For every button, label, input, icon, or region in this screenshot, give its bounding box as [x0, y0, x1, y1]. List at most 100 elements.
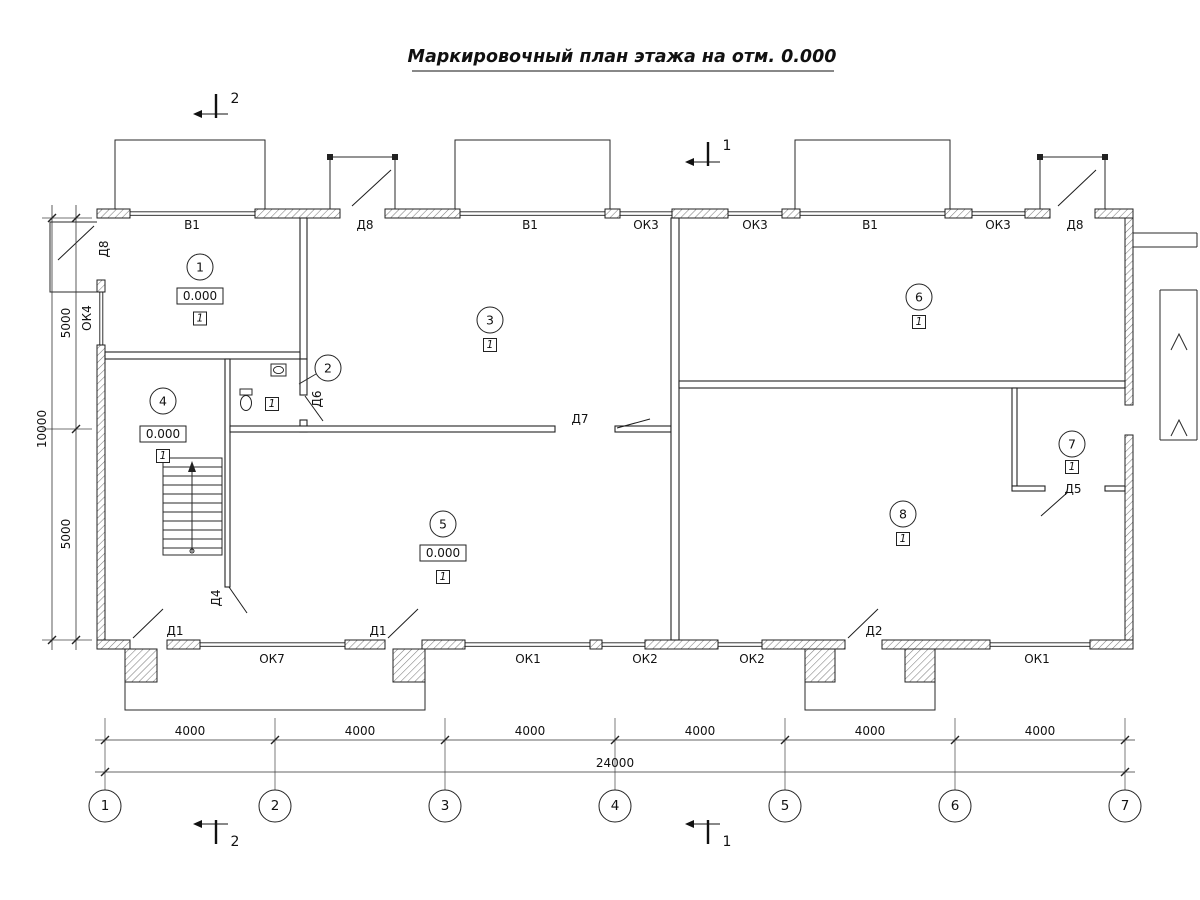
window-ok1-1	[464, 640, 591, 649]
left-dimensions: 5000 5000 10000	[35, 205, 92, 650]
wc-fixtures	[239, 363, 287, 411]
door-label: Д8	[97, 240, 111, 257]
door-label: Д1	[369, 624, 386, 638]
window-label: ОК3	[742, 218, 768, 232]
sink-icon	[270, 363, 287, 377]
window-v1-1	[129, 209, 256, 218]
door-d1-1-leaf	[132, 608, 164, 639]
window-ok3-2	[727, 209, 783, 218]
window-v1-2	[459, 209, 606, 218]
room-category: 1	[916, 316, 923, 328]
axis-number: 1	[101, 798, 110, 814]
room-labels: 1 0.000 1 2 1 3 1 4 0.000 1	[139, 253, 1086, 584]
room-number: 1	[196, 260, 204, 275]
room-category: 1	[440, 571, 447, 583]
door-leaves	[57, 169, 1097, 639]
chevron-up-icon	[1170, 332, 1188, 351]
door-label: Д2	[865, 624, 882, 638]
section-mark-2-top: 2	[193, 91, 239, 118]
dim-total-width: 24000	[596, 756, 634, 770]
door-d5-leaf	[1040, 491, 1069, 517]
room-category: 1	[197, 313, 204, 325]
axis-number: 6	[951, 798, 960, 814]
axis-number: 4	[611, 798, 620, 814]
section-number: 1	[723, 138, 732, 154]
door-label: Д5	[1064, 482, 1081, 496]
room-number: 7	[1068, 437, 1076, 452]
room-8-label: 8 1	[889, 500, 917, 546]
room-5-label: 5 0.000 1	[419, 510, 467, 584]
dim-bay: 4000	[345, 724, 376, 738]
page-title: Маркировочный план этажа на отм. 0.000	[408, 47, 837, 67]
room-elevation: 0.000	[146, 427, 180, 441]
room-number: 2	[324, 361, 332, 376]
window-ok3-3	[971, 209, 1026, 218]
window-label: ОК2	[632, 652, 658, 666]
room-1-label: 1 0.000 1	[176, 253, 224, 326]
porches	[49, 139, 1108, 711]
window-ok1-2	[989, 640, 1091, 649]
staircase	[162, 457, 223, 556]
dim-total-depth: 10000	[35, 410, 49, 448]
dim-bay: 4000	[855, 724, 886, 738]
dim-half-depth: 5000	[59, 519, 73, 550]
room-6-label: 6 1	[905, 283, 933, 329]
door-d8-1-leaf	[351, 169, 392, 207]
section-mark-1-bottom: 1	[685, 820, 731, 850]
window-label: ОК2	[739, 652, 765, 666]
section-mark-2-bottom: 2	[193, 820, 239, 850]
dim-bay: 4000	[1025, 724, 1056, 738]
window-ok2-2	[717, 640, 763, 649]
door-label: Д4	[209, 589, 223, 606]
chevron-up-icon	[1170, 418, 1188, 437]
section-mark-1-top: 1	[685, 138, 731, 166]
room-category: 1	[487, 339, 494, 351]
exterior-stair	[1133, 232, 1198, 441]
door-d6-leaf	[304, 395, 324, 422]
dim-bay: 4000	[175, 724, 206, 738]
section-marks: 2 2 1 1	[193, 91, 731, 850]
window-label: В1	[522, 218, 538, 232]
section-arrow-icon	[685, 158, 694, 166]
axis-number: 2	[271, 798, 280, 814]
section-number: 2	[231, 834, 240, 850]
room-number: 8	[899, 507, 907, 522]
room-number: 5	[439, 517, 447, 532]
dim-bay: 4000	[515, 724, 546, 738]
section-arrow-icon	[193, 820, 202, 828]
window-label: ОК3	[633, 218, 659, 232]
axis-number: 3	[441, 798, 450, 814]
room-7-label: 7 1	[1058, 430, 1086, 474]
room-category: 1	[900, 533, 907, 545]
room-number: 3	[486, 313, 494, 328]
window-ok3-1	[619, 209, 673, 218]
door-d1-2-leaf	[387, 608, 419, 639]
door-d4-leaf	[228, 586, 248, 614]
window-ok2-1	[601, 640, 646, 649]
room-4-label: 4 0.000 1	[139, 387, 187, 463]
door-d2-leaf	[847, 608, 879, 639]
section-arrow-icon	[193, 110, 202, 118]
room-category: 1	[160, 450, 167, 462]
room-elevation: 0.000	[426, 546, 460, 560]
axis-number: 5	[781, 798, 790, 814]
toilet-tank	[239, 388, 253, 396]
window-ok7	[199, 640, 346, 649]
window-label: ОК4	[80, 305, 94, 331]
section-number: 2	[231, 91, 240, 107]
stair-up-arrow-icon	[188, 461, 196, 472]
axis-number: 7	[1121, 798, 1130, 814]
door-label: Д8	[356, 218, 373, 232]
room-number: 4	[159, 394, 167, 409]
dim-bay: 4000	[685, 724, 716, 738]
door-label: Д1	[166, 624, 183, 638]
door-d8-2-leaf	[1057, 169, 1097, 207]
window-symbols	[97, 209, 1091, 649]
toilet-icon	[240, 395, 252, 411]
door-label: Д7	[571, 412, 588, 426]
room-number: 6	[915, 290, 923, 305]
room-elevation: 0.000	[183, 289, 217, 303]
room-category: 1	[1069, 461, 1076, 473]
